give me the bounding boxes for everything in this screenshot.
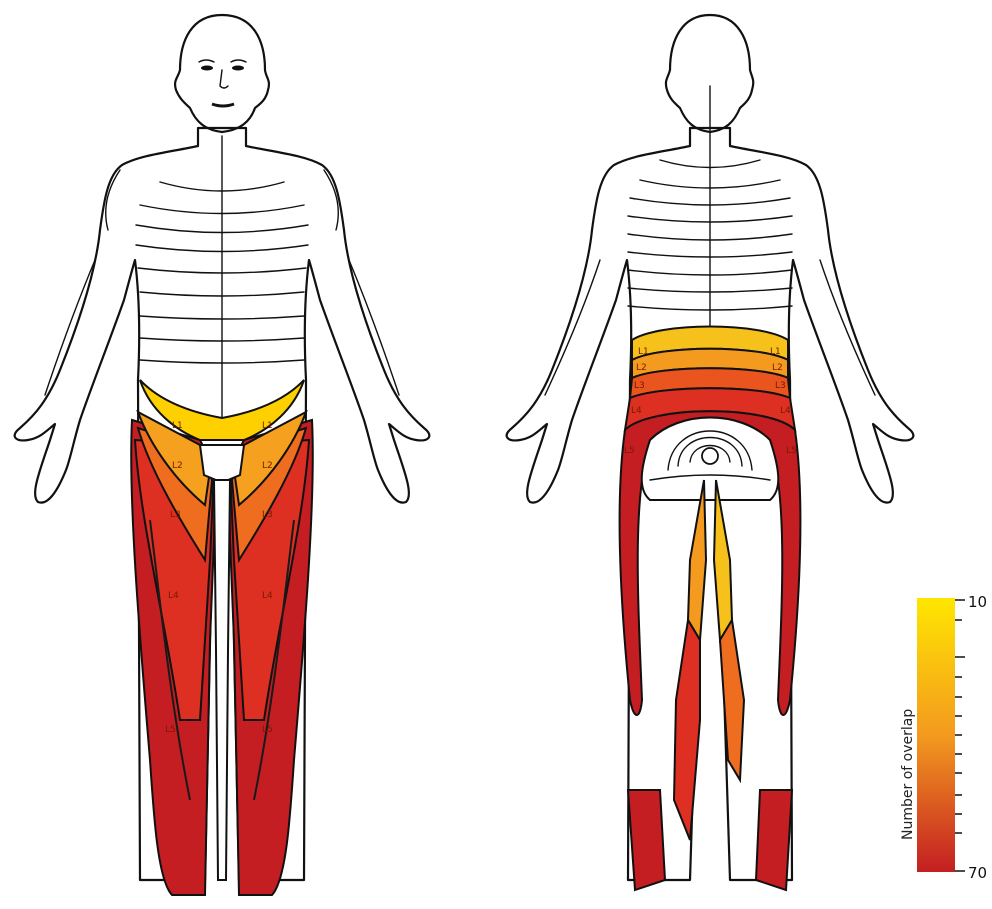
back-right-posterior-red — [720, 620, 744, 780]
color-scale-min-label: 10 — [968, 593, 987, 611]
front-lumbar-regions — [131, 380, 313, 895]
back-sacral-ring-1 — [702, 448, 718, 464]
front-right-label-l1: L1 — [262, 421, 273, 431]
front-left-label-l1: L1 — [172, 421, 183, 431]
back-left-label-l3: L3 — [634, 381, 645, 391]
front-eye-right — [232, 66, 244, 71]
back-right-foot — [756, 790, 792, 890]
front-eye-left — [201, 66, 213, 71]
front-right-label-l3: L3 — [262, 510, 273, 520]
color-scale-bar — [917, 598, 955, 872]
front-eyes — [199, 60, 246, 62]
back-left-foot — [628, 790, 665, 890]
back-right-label-l5: L5 — [786, 446, 797, 456]
back-right-label-l4: L4 — [780, 406, 791, 416]
front-groin — [200, 445, 244, 480]
front-mouth — [212, 104, 234, 106]
back-right-label-l1: L1 — [770, 347, 781, 357]
front-left-label-l4: L4 — [168, 591, 179, 601]
front-body-view: L1 L2 L3 L4 L5 L1 L2 L3 L4 L5 — [15, 15, 430, 895]
back-left-label-l5: L5 — [624, 446, 635, 456]
back-right-posterior-strip — [714, 480, 732, 640]
back-right-label-l2: L2 — [772, 363, 783, 373]
back-right-label-l3: L3 — [775, 381, 786, 391]
color-scale-title: Number of overlap — [900, 709, 916, 840]
front-right-label-l2: L2 — [262, 461, 273, 471]
back-left-posterior-strip — [688, 480, 706, 640]
front-left-label-l3: L3 — [170, 510, 181, 520]
back-left-posterior-red — [674, 620, 700, 840]
back-body-view: L1 L2 L3 L4 L5 L1 L2 L3 L4 L5 — [507, 15, 914, 890]
back-left-label-l1: L1 — [638, 347, 649, 357]
back-left-label-l4: L4 — [631, 406, 642, 416]
back-lumbar-regions — [620, 327, 801, 891]
color-scale-legend: 10 70 Number of overlap — [900, 593, 987, 882]
front-left-label-l5: L5 — [165, 725, 176, 735]
front-left-label-l2: L2 — [172, 461, 183, 471]
back-left-label-l2: L2 — [636, 363, 647, 373]
front-right-label-l4: L4 — [262, 591, 273, 601]
front-right-label-l5: L5 — [262, 725, 273, 735]
color-scale-max-label: 70 — [968, 864, 987, 882]
color-scale-ticks — [955, 600, 965, 871]
front-inner-leg-gap — [214, 480, 230, 880]
front-nose — [220, 70, 228, 88]
